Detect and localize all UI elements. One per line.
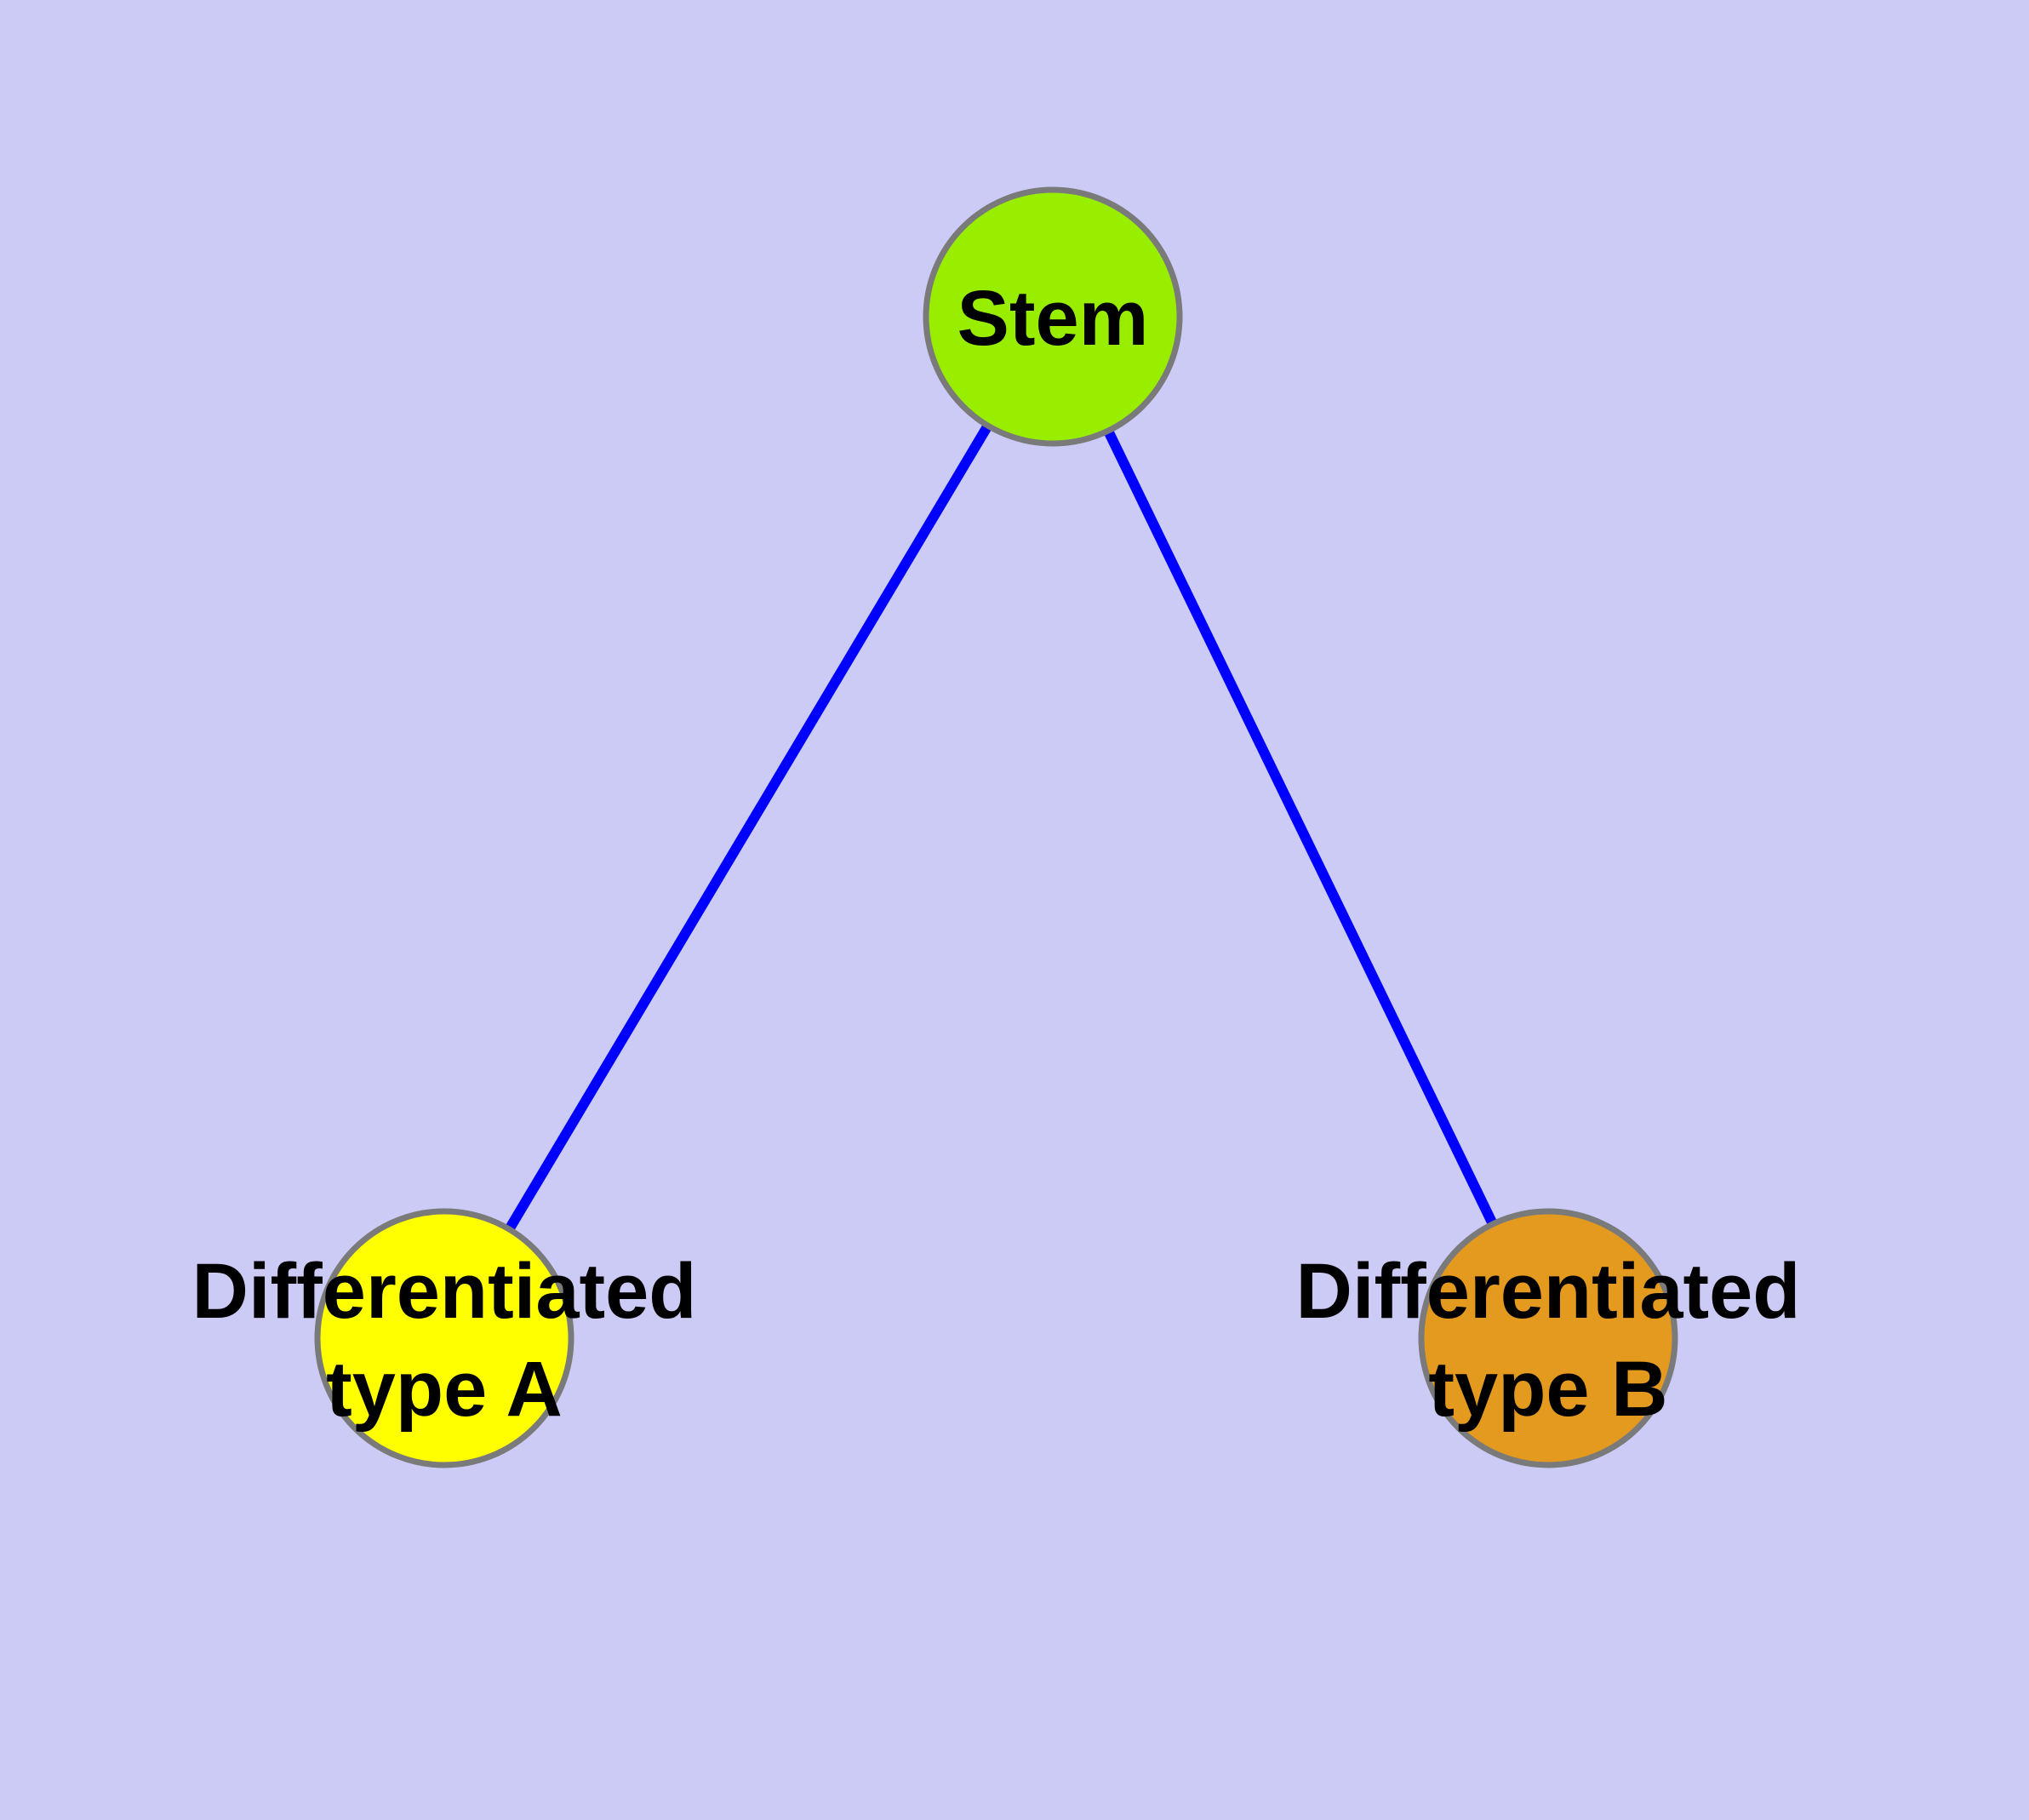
- node-type-a-circle: [314, 1208, 574, 1468]
- node-type-b-label-line1: Differentiated: [1296, 1248, 1801, 1335]
- edge-stem-to-type-a: [439, 313, 1058, 1342]
- node-stem-circle: [923, 186, 1183, 447]
- node-type-b-label-line2: type B: [1428, 1346, 1667, 1433]
- node-type-a-label-line2: type A: [326, 1346, 563, 1433]
- node-type-b-circle: [1418, 1208, 1678, 1468]
- edge-stem-to-type-b: [1048, 314, 1553, 1341]
- node-stem-label: Stem: [957, 275, 1149, 362]
- node-type-a-label-line1: Differentiated: [192, 1248, 697, 1335]
